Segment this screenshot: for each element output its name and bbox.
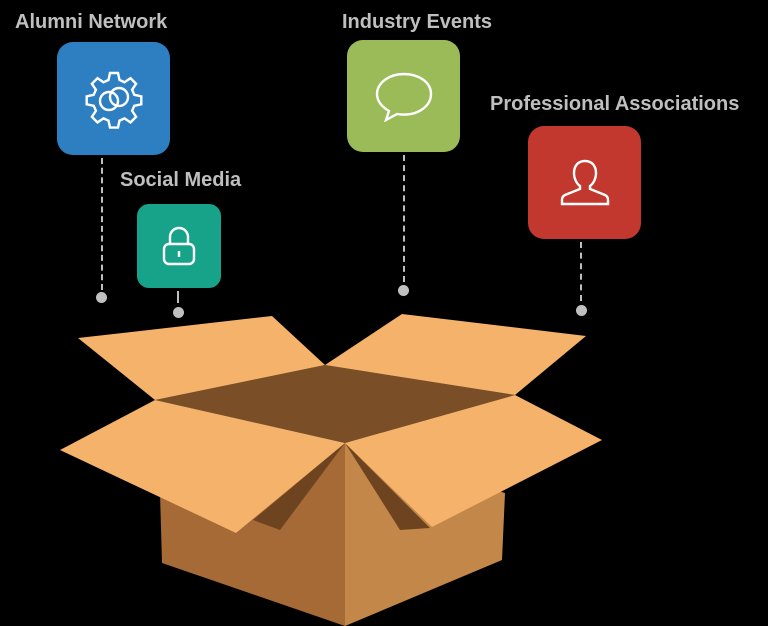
connector-alumni-network	[101, 158, 103, 290]
connector-dot-professional-associations	[576, 305, 587, 316]
box-flap-front-left	[60, 400, 345, 533]
connector-dot-alumni-network	[96, 292, 107, 303]
gear-icon	[85, 71, 142, 129]
connector-professional-associations	[580, 242, 582, 301]
box-flap-front-right	[345, 395, 602, 527]
label-professional-associations: Professional Associations	[490, 93, 740, 115]
label-social-media: Social Media	[120, 169, 242, 191]
person-icon	[560, 159, 609, 205]
connector-dot-social-media	[173, 307, 184, 318]
lock-icon	[162, 226, 196, 266]
connector-dot-industry-events	[398, 285, 409, 296]
speech-bubble-icon	[375, 72, 432, 122]
label-alumni-network: Alumni Network	[15, 11, 168, 33]
tile-professional-associations[interactable]	[528, 126, 641, 239]
tile-alumni-network[interactable]	[57, 42, 170, 155]
tile-industry-events[interactable]	[347, 40, 460, 152]
box-interior	[155, 365, 515, 443]
label-industry-events: Industry Events	[342, 11, 493, 33]
connector-industry-events	[403, 155, 405, 282]
connector-social-media	[177, 291, 179, 303]
box-flap-back-right	[325, 314, 586, 395]
box-flap-back-left	[78, 316, 325, 400]
tile-social-media[interactable]	[137, 204, 221, 288]
